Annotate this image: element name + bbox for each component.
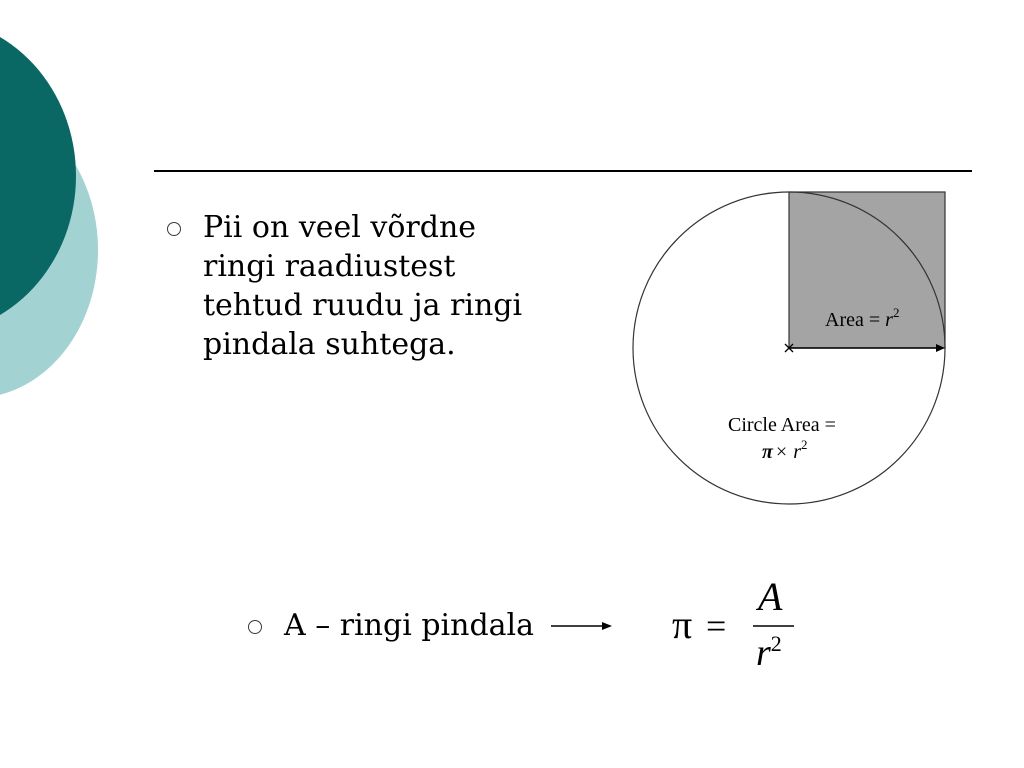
text-line: ringi raadiustest [203,249,456,284]
formula-pi: π [672,602,692,647]
bullet-text-area: A – ringi pindala [284,608,535,643]
formula-numerator: A [755,574,783,619]
title-divider [154,170,972,172]
text-line: Pii on veel võrdne [203,210,477,245]
pi-formula: π = A r2 [672,574,794,674]
formula-denominator: r2 [756,631,782,674]
bullet-icon [167,222,181,236]
bullet-icon [248,620,262,634]
text-line: tehtud ruudu ja ringi [203,288,523,323]
bullet-text-pi-ratio: Pii on veel võrdne ringi raadiustest teh… [203,208,522,364]
radius-arrowhead [936,344,945,352]
circle-area-figure: Area = r2 Circle Area = π×r2 [632,191,946,505]
text-line: pindala suhtega. [203,327,456,362]
square-area-label: Area = r2 [825,305,899,331]
center-mark [784,343,794,353]
circle-area-label: Circle Area = [728,414,836,436]
arrow-right-icon [551,622,612,630]
circle-area-formula: π×r2 [762,437,808,463]
formula-equals: = [706,606,726,646]
